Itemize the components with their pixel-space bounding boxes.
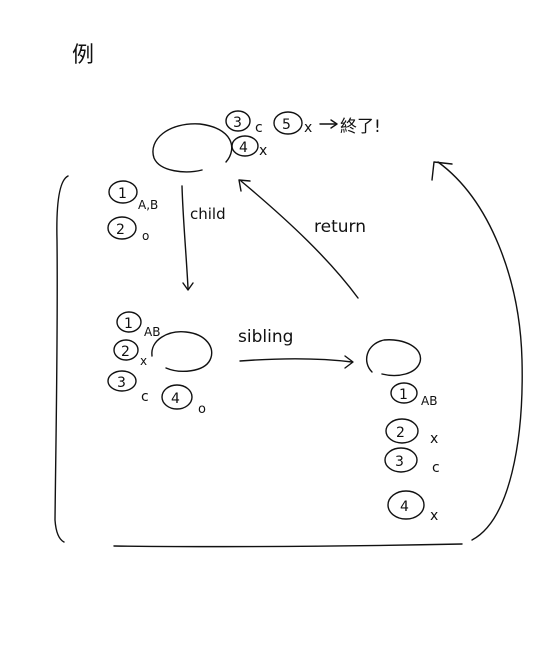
return-label: return [314,217,366,237]
top-step-3-num: 3 [233,115,242,131]
sibling-edge [239,355,354,369]
left-step-2: 2 x [113,339,147,368]
top-step-4-num: 4 [239,140,248,156]
diagram-title: 例 [72,43,94,68]
loop-bracket [54,161,523,548]
top-node [152,123,233,173]
top-step-1-num: 1 [118,186,127,202]
left-step-4-num: 4 [171,391,180,407]
left-step-2-mark: x [140,354,147,368]
top-step-4-mark: x [259,143,267,159]
right-step-2-num: 2 [396,425,405,441]
right-step-3-num: 3 [395,454,404,470]
right-node [365,339,422,377]
top-step-1: 1 A,B [108,180,158,212]
left-step-3-mark: c [141,389,149,405]
right-step-3-mark: c [432,460,440,476]
left-step-1: 1 AB [116,311,160,339]
top-step-3: 3 c [225,110,263,136]
right-step-4-num: 4 [400,499,409,515]
top-step-2: 2 o [107,216,149,243]
top-step-2-num: 2 [116,222,125,238]
left-node [151,331,213,372]
return-edge [238,179,359,299]
right-step-3: 3 c [384,447,440,476]
sibling-label: sibling [238,327,293,347]
top-step-4: 4 x [231,135,267,159]
child-edge [181,185,194,291]
right-step-2: 2 x [385,418,438,447]
left-step-3: 3 c [107,370,149,405]
right-step-4-mark: x [430,508,438,524]
child-label: child [190,205,226,223]
top-step-5-mark: x [304,120,312,136]
left-step-3-num: 3 [117,375,126,391]
left-step-4: 4 o [161,384,206,417]
top-step-5: 5 x [273,111,312,136]
left-step-2-num: 2 [121,344,130,360]
top-step-3-mark: c [255,120,263,136]
top-step-5-num: 5 [282,117,291,133]
left-step-1-mark: AB [144,325,160,339]
end-label: 終了! [340,117,381,137]
right-step-2-mark: x [430,431,438,447]
right-step-1: 1 AB [390,382,437,408]
right-step-1-num: 1 [399,387,408,403]
left-step-1-num: 1 [124,316,133,332]
right-step-1-mark: AB [421,394,437,408]
end-arrow [319,119,338,129]
right-step-4: 4 x [387,490,438,524]
top-step-2-mark: o [142,229,149,243]
top-step-1-mark: A,B [138,198,158,212]
left-step-4-mark: o [198,402,206,417]
